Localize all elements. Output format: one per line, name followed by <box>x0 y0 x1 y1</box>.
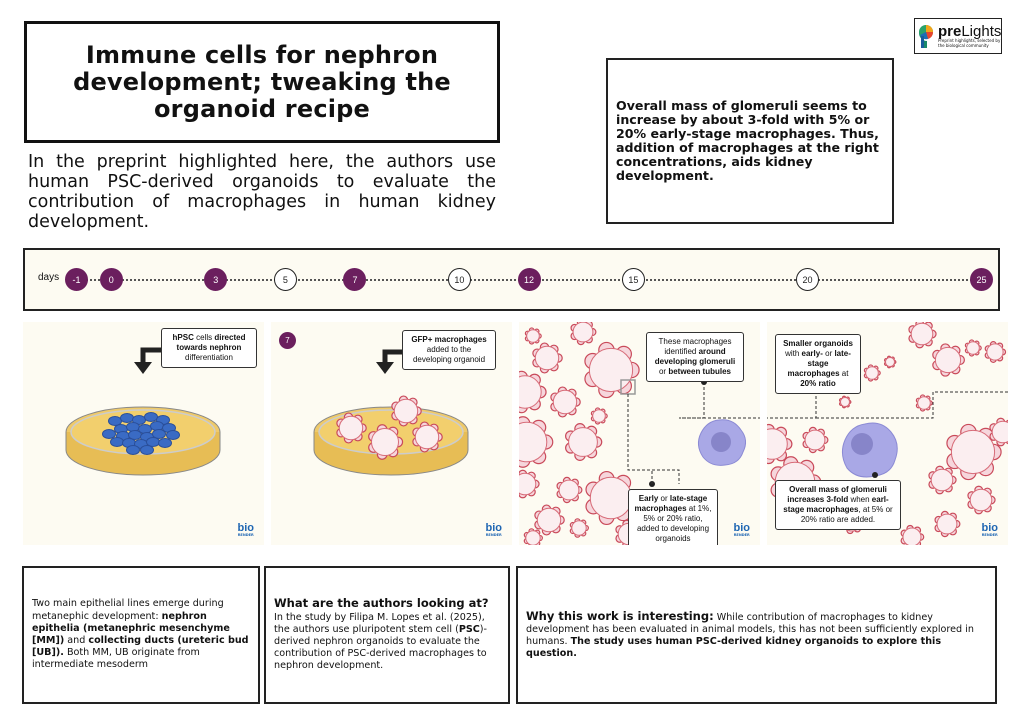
macrophage-cell-icon <box>841 422 898 478</box>
organoid-icon <box>336 412 367 444</box>
timeline: days -1 0 3 5 7 10 12 15 20 25 <box>23 248 1000 311</box>
timeline-day-7: 7 <box>343 268 367 291</box>
callout-macrophage-location: These macrophages identified around deve… <box>646 332 744 382</box>
panel-hpsc-differentiation: hPSC cells directed towards nephron diff… <box>23 322 264 545</box>
organoid-icon <box>524 327 542 345</box>
organoid-icon <box>391 395 422 427</box>
macrophage-cell-icon <box>697 419 747 466</box>
background-box: Two main epithelial lines emerge during … <box>22 566 260 704</box>
organoid-icon <box>584 341 640 399</box>
timeline-day-25: 25 <box>970 268 993 291</box>
organoid-icon <box>565 423 603 461</box>
organoid-icon <box>519 370 547 414</box>
hpsc-cell-icon <box>126 445 140 455</box>
callout-glomeruli-increase: Overall mass of glomeruli increases 3-fo… <box>775 480 901 530</box>
timeline-day-20: 20 <box>795 268 819 291</box>
interest-box: Why this work is interesting: While cont… <box>516 566 997 704</box>
organoid-icon <box>368 424 404 460</box>
logo-name-rest: Lights <box>961 23 1002 40</box>
callout-smaller-organoids: Smaller organoids with early- or late-st… <box>775 334 861 394</box>
logo-tagline-1: Preprint highlights, selected by <box>938 38 1001 43</box>
timeline-day--1: -1 <box>65 268 88 291</box>
organoid-icon <box>946 423 1002 481</box>
biorender-logo: bio RENDER <box>733 521 751 537</box>
organoid-icon <box>569 518 589 538</box>
organoid-icon <box>964 339 982 357</box>
timeline-label: days <box>38 272 60 283</box>
down-arrow-icon <box>376 362 394 374</box>
organoid-icon <box>519 469 540 499</box>
timeline-day-15: 15 <box>621 268 645 291</box>
hpsc-cell-icon <box>144 412 158 422</box>
organoid-icon <box>908 322 937 349</box>
page-title: Immune cells for nephron development; tw… <box>73 40 451 123</box>
hpsc-cell-icon <box>140 445 154 455</box>
hpsc-cell-icon <box>126 422 140 432</box>
step-badge: 7 <box>279 332 296 349</box>
timeline-day-12: 12 <box>517 268 541 291</box>
callout-macrophage-ratio: Early or late-stage macrophages at 1%, 5… <box>628 489 718 545</box>
organoid-icon <box>989 417 1008 447</box>
organoid-icon <box>590 407 608 425</box>
callout-hpsc: hPSC cells directed towards nephron diff… <box>161 328 257 368</box>
organoid-icon <box>534 504 565 536</box>
organoid-icon <box>928 465 957 495</box>
hpsc-cell-icon <box>152 429 166 439</box>
logo-name-bold: pre <box>938 23 962 40</box>
panel-outcome: Smaller organoids with early- or late-st… <box>767 322 1008 545</box>
panel-macrophage-location: These macrophages identified around deve… <box>519 322 760 545</box>
authors-question-box: What are the authors looking at? In the … <box>264 566 510 704</box>
summary-box: Overall mass of glomeruli seems to incre… <box>606 58 894 224</box>
organoid-icon <box>967 485 996 515</box>
organoid-icon <box>883 355 897 369</box>
timeline-day-3: 3 <box>204 268 228 291</box>
organoid-icon <box>838 395 852 409</box>
organoid-icon <box>900 524 925 545</box>
timeline-day-5: 5 <box>273 268 297 291</box>
organoid-icon <box>412 421 443 453</box>
hpsc-cell-icon <box>158 438 172 448</box>
panel-macrophages-added: 7 GFP+ macrophages added to the developi… <box>271 322 512 545</box>
organoid-icon <box>550 386 581 418</box>
prelights-logo-icon <box>918 22 936 50</box>
hpsc-cell-icon <box>120 413 134 423</box>
logo-tagline-2: the biological community <box>938 42 989 48</box>
timeline-day-0: 0 <box>99 268 123 291</box>
prelights-logo[interactable]: preLights Preprint highlights, selected … <box>914 18 1002 54</box>
outcome-illustration <box>767 322 1008 545</box>
biorender-logo: bio RENDER <box>237 521 255 537</box>
down-arrow-icon <box>134 362 152 374</box>
title-box: Immune cells for nephron development; tw… <box>24 21 500 143</box>
organoid-icon <box>984 341 1007 363</box>
organoid-icon <box>556 476 583 504</box>
organoid-icon <box>519 416 554 468</box>
organoid-icon <box>570 322 597 346</box>
hpsc-cell-icon <box>166 430 180 440</box>
organoid-icon <box>767 423 793 465</box>
organoid-icon <box>934 510 961 538</box>
hpsc-cell-icon <box>102 429 116 439</box>
biorender-logo: bio RENDER <box>485 521 503 537</box>
organoid-icon <box>915 394 933 412</box>
hpsc-cell-icon <box>150 421 164 431</box>
timeline-day-10: 10 <box>447 268 471 291</box>
callout-gfp-macrophages: GFP+ macrophages added to the developing… <box>402 330 496 370</box>
organoid-icon <box>523 528 543 545</box>
organoid-icon <box>863 364 881 382</box>
organoid-icon <box>532 342 563 374</box>
organoid-icon <box>802 426 829 454</box>
petri-dish-hpsc-illustration <box>65 347 221 476</box>
summary-text: Overall mass of glomeruli seems to incre… <box>616 98 879 183</box>
petri-dish-organoid-illustration <box>313 349 469 476</box>
biorender-logo: bio RENDER <box>981 521 999 537</box>
hpsc-cell-icon <box>110 437 124 447</box>
organoid-icon <box>932 343 965 377</box>
intro-text: In the preprint highlighted here, the au… <box>28 152 496 232</box>
